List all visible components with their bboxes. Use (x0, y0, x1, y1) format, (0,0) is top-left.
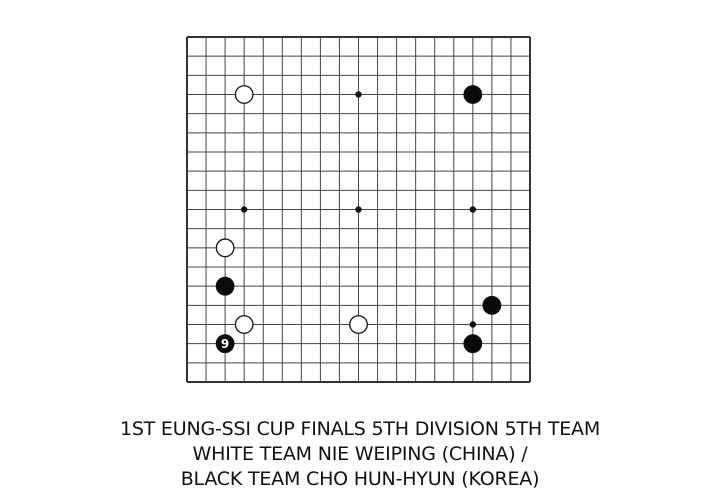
white-stone (234, 85, 254, 104)
stone-move-number: 9 (221, 337, 229, 351)
white-stone (215, 238, 235, 258)
go-board-diagram: 9 (186, 36, 531, 383)
board-grid (186, 36, 531, 383)
white-stone (234, 315, 254, 334)
black-stone (463, 334, 483, 354)
star-point (355, 206, 362, 213)
star-point (240, 206, 248, 213)
black-stone (215, 276, 235, 296)
star-point (469, 321, 477, 328)
black-stone: 9 (215, 334, 235, 354)
star-point (469, 206, 477, 213)
caption-line-1: 1ST EUNG-SSI CUP FINALS 5TH DIVISION 5TH… (119, 418, 601, 440)
black-stone (463, 85, 483, 104)
stones: 9 (215, 85, 502, 354)
caption-line-3: BLACK TEAM CHO HUN-HYUN (KOREA) (180, 468, 540, 490)
caption-line-2: WHITE TEAM NIE WEIPING (CHINA) / (192, 443, 528, 465)
star-point (355, 91, 362, 98)
black-stone (482, 295, 502, 315)
white-stone (349, 315, 368, 334)
